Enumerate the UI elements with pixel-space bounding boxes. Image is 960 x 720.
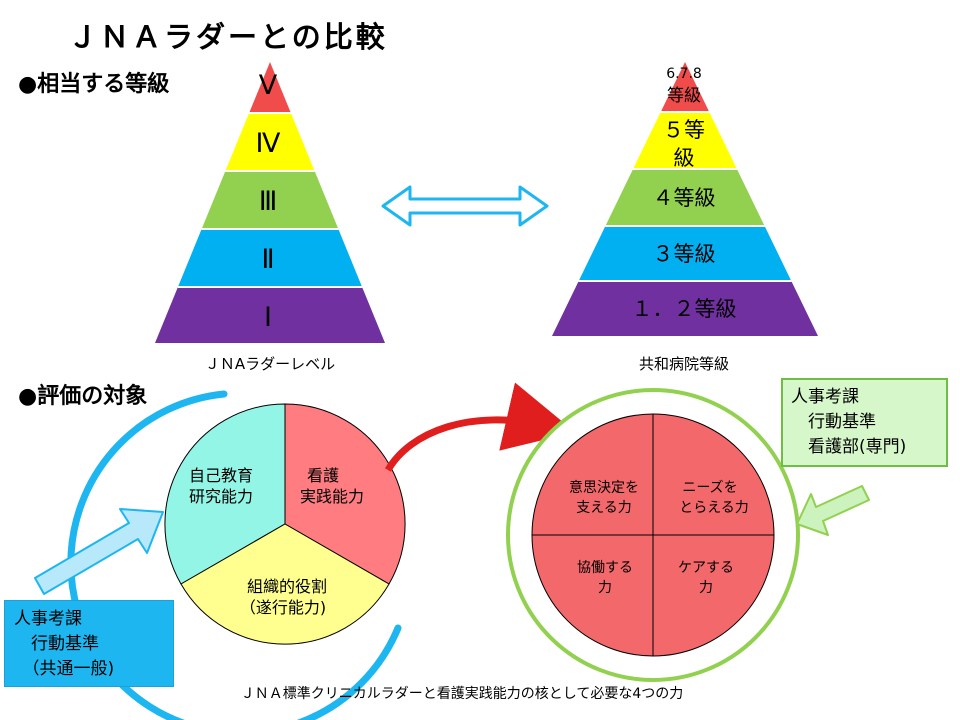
jna-level-1-label: Ⅰ [264,302,272,333]
collaboration-label-line2: 力 [598,580,612,596]
jna-level-4-label: Ⅳ [256,128,281,159]
nursing-practice-label-line1: 看護 [307,466,339,485]
kyowa-grade-4-label: ４等級 [653,186,716,210]
self-education-label-line2: 研究能力 [189,487,253,506]
red-curved-arrow-icon [384,382,576,472]
organizational-role-label-line2: （遂行能力) [240,598,326,617]
jna-level-2-label: Ⅱ [261,244,274,275]
needs-capture-label-line1: ニーズを [682,480,737,496]
kyowa-pyramid-caption: 共和病院等級 [639,355,729,373]
collaboration-label-line1: 協働する [577,560,633,576]
hr-evaluation-common-box: 人事考課 行動基準 （共通一般) [4,600,174,687]
kyowa-grade-5-label-line2: 級 [674,146,695,170]
section-heading-evaluation: ●評価の対象 [18,384,148,409]
page-title: ＪＮＡラダーとの比較 [68,20,388,54]
hr-evaluation-common-line2: 行動基準 [14,634,99,654]
care-label-line1: ケアする [678,560,734,576]
kyowa-grade-3-label: ３等級 [653,242,716,266]
hr-evaluation-nursing-line1: 人事考課 [791,387,859,407]
hr-evaluation-nursing-line3: 看護部(専門) [791,437,907,457]
kyowa-grade-678-unit: 等級 [667,86,701,106]
green-block-arrow-icon [796,485,870,536]
decision-support-label-line2: 支える力 [576,500,632,516]
kyowa-grade-12-band [552,280,818,336]
kyowa-grade-678-number: 6.7.8 [666,66,702,82]
jna-level-1-band [155,286,385,343]
care-label-line2: 力 [699,580,713,596]
nursing-practice-label-line2: 実践能力 [300,487,364,506]
blue-block-arrow-icon [34,508,164,595]
sector-self-education [164,403,286,585]
sector-organizational-role [180,523,390,645]
bottom-caption: ＪＮＡ標準クリニカルラダーと看護実践能力の核として必要な4つの力 [241,686,684,702]
needs-capture-label-line2: とらえる力 [679,500,749,516]
hr-evaluation-nursing-line2: 行動基準 [791,412,876,432]
organizational-role-label-line1: 組織的役割 [247,577,327,596]
hr-evaluation-common-line1: 人事考課 [14,609,82,629]
kyowa-grade-12-label: １．２等級 [632,297,737,321]
double-arrow-icon [381,185,549,227]
hr-evaluation-common-line3: （共通一般) [14,659,115,679]
kyowa-grade-5-label-line1: ５等 [663,118,705,142]
hr-evaluation-nursing-box: 人事考課 行動基準 看護部(専門) [781,378,948,467]
self-education-label-line1: 自己教育 [189,466,253,485]
jna-level-5-label: Ⅴ [259,70,278,101]
jna-level-3-label: Ⅲ [259,186,278,217]
section-heading-grade: ●相当する等級 [18,72,170,97]
decision-support-label-line1: 意思決定を [569,479,639,496]
jna-pyramid-caption: ＪＮAラダーレベル [205,355,335,373]
